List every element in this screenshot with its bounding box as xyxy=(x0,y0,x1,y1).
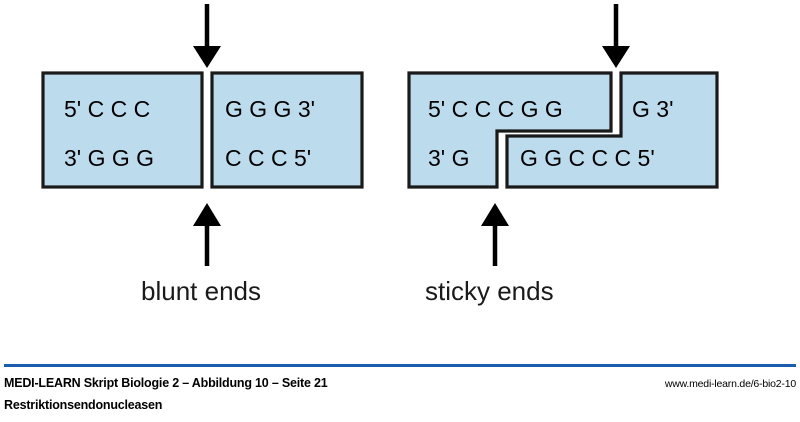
sticky-bottom-strand-right: G G C C C 5' xyxy=(520,145,655,171)
footer-url[interactable]: www.medi-learn.de/6-bio2-10 xyxy=(664,378,796,390)
sticky-bottom-cut-arrow xyxy=(481,203,509,266)
footer-subtitle: Restriktionsendonucleasen xyxy=(4,398,163,412)
sticky-top-strand-right: G 3' xyxy=(632,96,673,122)
sticky-ends-caption: sticky ends xyxy=(425,276,554,306)
restriction-enzyme-diagram: 5' C C C G G G 3' 3' G G G C C C 5' xyxy=(41,4,719,266)
blunt-top-cut-arrow xyxy=(193,4,221,68)
sticky-ends-panel: 5' C C C G G G 3' 3' G G G C C C 5' xyxy=(407,4,719,266)
sticky-bottom-strand-left: 3' G xyxy=(428,145,469,171)
figure-area: 5' C C C G G G 3' 3' G G G C C C 5' xyxy=(41,4,719,306)
blunt-ends-caption: blunt ends xyxy=(141,276,261,306)
sticky-right-fragment xyxy=(505,71,719,189)
blunt-bottom-strand-left: 3' G G G xyxy=(64,145,154,171)
blunt-ends-panel: 5' C C C G G G 3' 3' G G G C C C 5' xyxy=(41,4,364,266)
sticky-left-fragment xyxy=(407,71,613,189)
footer-divider xyxy=(4,364,796,367)
blunt-top-strand-left: 5' C C C xyxy=(64,96,150,122)
blunt-right-fragment xyxy=(210,71,364,189)
blunt-left-fragment xyxy=(41,71,204,189)
footer: MEDI-LEARN Skript Biologie 2 – Abbildung… xyxy=(4,376,796,422)
sticky-top-cut-arrow xyxy=(602,4,630,68)
blunt-bottom-strand-right: C C C 5' xyxy=(225,145,311,171)
blunt-bottom-cut-arrow xyxy=(193,203,221,266)
blunt-top-strand-right: G G G 3' xyxy=(225,96,315,122)
sticky-top-strand-left: 5' C C C G G xyxy=(428,96,563,122)
footer-credit: MEDI-LEARN Skript Biologie 2 – Abbildung… xyxy=(4,376,328,390)
